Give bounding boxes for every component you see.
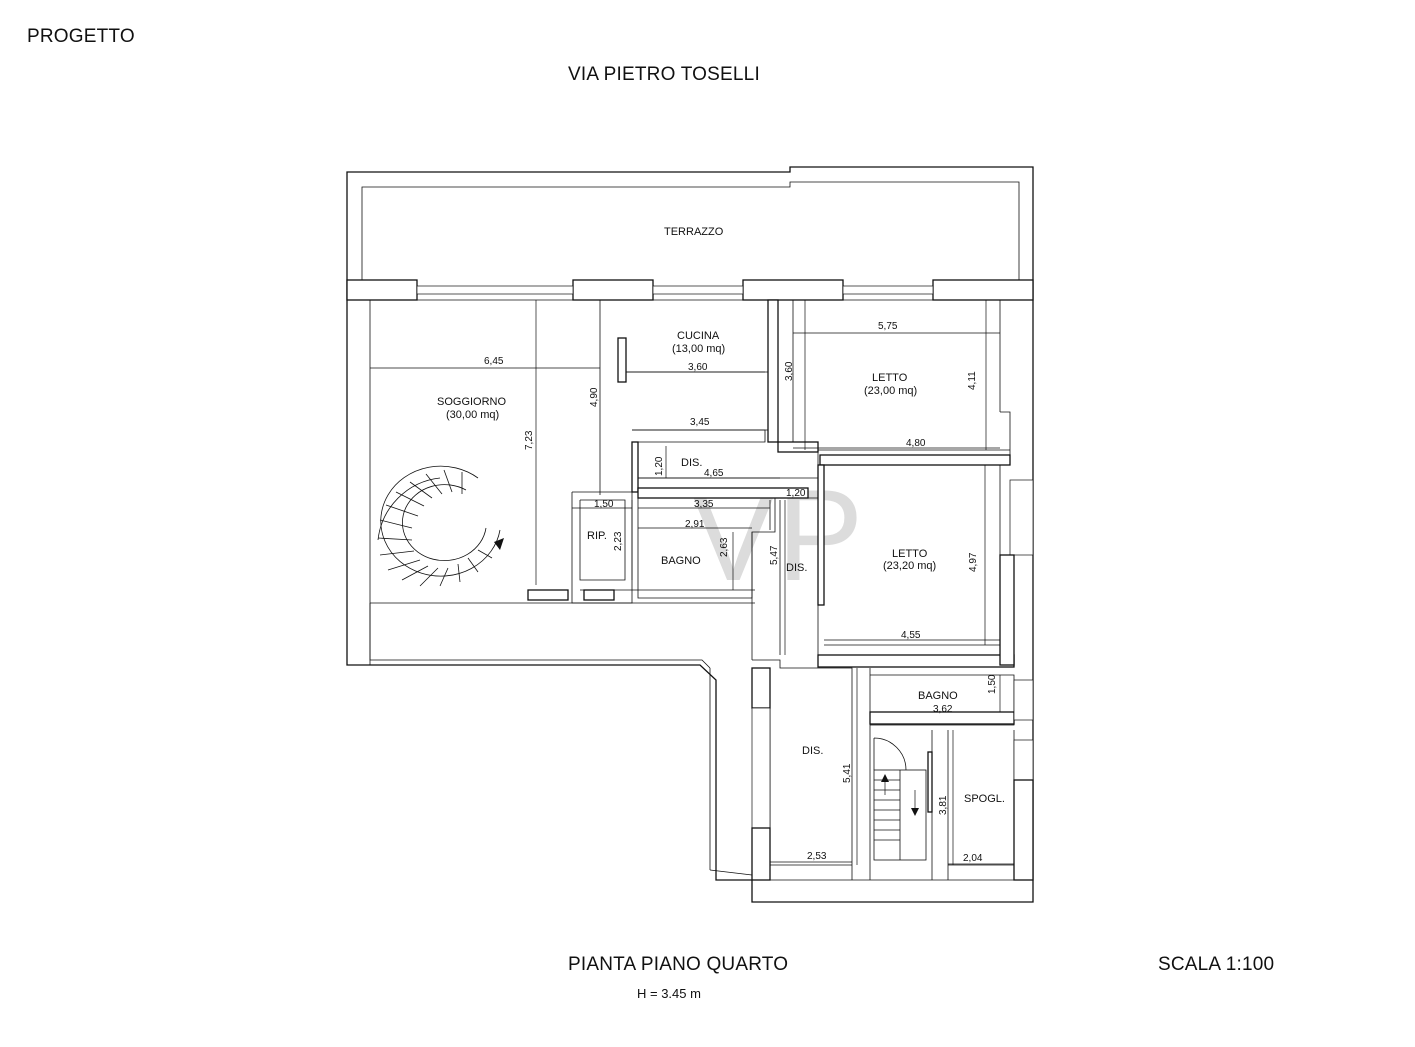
room-soggiorno-area: (30,00 mq) <box>446 409 499 421</box>
dim-dis1-height: 1,20 <box>654 456 665 476</box>
room-soggiorno-name: SOGGIORNO <box>437 396 507 408</box>
terrace-outline <box>346 166 1034 280</box>
top-windows <box>416 285 934 295</box>
dim-dis3-width: 2,53 <box>807 851 827 862</box>
dim-rip-width: 1,50 <box>594 499 614 510</box>
dim-spogl-width: 2,04 <box>963 853 983 864</box>
room-cucina-name: CUCINA <box>677 330 720 342</box>
dim-bagno2-height: 1,50 <box>987 674 998 694</box>
dim-corridor-width: 1,20 <box>786 488 806 499</box>
dim-cucina-width-2: 3,45 <box>690 417 710 428</box>
dim-letto2-height: 4,97 <box>968 552 979 572</box>
room-dis-2: DIS. <box>786 562 807 574</box>
watermark-logo: VP <box>690 462 863 608</box>
dim-dis3-height: 5,41 <box>842 763 853 783</box>
dim-cucina-height: 4,90 <box>589 387 600 407</box>
room-dis-3: DIS. <box>802 745 823 757</box>
dim-dis2-height: 5,47 <box>769 545 780 565</box>
dim-letto2-width: 4,55 <box>901 630 921 641</box>
room-letto-1-area: (23,00 mq) <box>864 385 917 397</box>
room-rip: RIP. <box>587 530 607 542</box>
room-terrazzo: TERRAZZO <box>664 226 724 238</box>
dim-letto1-width-2: 4,80 <box>906 438 926 449</box>
room-spogl: SPOGL. <box>964 793 1005 805</box>
room-letto-2-area: (23,20 mq) <box>883 560 936 572</box>
dimension-lines <box>370 300 1014 865</box>
room-bagno-1: BAGNO <box>661 555 701 567</box>
dim-letto1-width: 5,75 <box>878 321 898 332</box>
dim-bagno1-width-1: 3,35 <box>694 499 714 510</box>
dim-bagno1-width-2: 2,91 <box>685 519 705 530</box>
interior-walls <box>370 299 1034 881</box>
stairwell <box>873 737 933 861</box>
dim-soggiorno-height: 7,23 <box>524 430 535 450</box>
dim-dis1-width: 4,65 <box>704 468 724 479</box>
dim-bagno2-width: 3,62 <box>933 704 953 715</box>
spiral-staircase <box>377 465 504 587</box>
dim-letto1-height-1: 3,60 <box>784 361 795 381</box>
plan-title: PIANTA PIANO QUARTO <box>568 954 789 975</box>
outer-walls <box>346 279 1034 903</box>
room-bagno-2: BAGNO <box>918 690 958 702</box>
dim-bagno1-height: 2,63 <box>719 537 730 557</box>
ceiling-height: H = 3.45 m <box>637 986 701 1001</box>
plan-scale: SCALA 1:100 <box>1158 954 1275 975</box>
dim-soggiorno-width: 6,45 <box>484 356 504 367</box>
dim-rip-height: 2,23 <box>613 531 624 551</box>
room-letto-2-name: LETTO <box>892 548 928 560</box>
room-cucina-area: (13,00 mq) <box>672 343 725 355</box>
dim-stair-height: 3,81 <box>938 795 949 815</box>
project-label: PROGETTO <box>27 26 135 47</box>
dim-cucina-width-1: 3,60 <box>688 362 708 373</box>
dim-letto1-height-2: 4,11 <box>967 371 978 390</box>
street-name: VIA PIETRO TOSELLI <box>568 64 760 85</box>
room-letto-1-name: LETTO <box>872 372 908 384</box>
room-dis-1: DIS. <box>681 457 702 469</box>
